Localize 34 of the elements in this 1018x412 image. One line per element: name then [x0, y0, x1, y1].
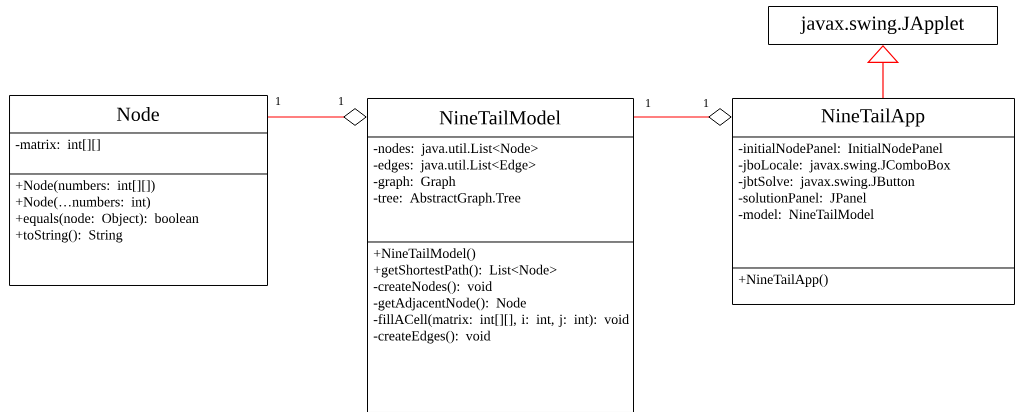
class-box: [366, 98, 634, 412]
class-name: NineTailModel: [439, 110, 561, 125]
attribute-text: -matrix: int[][]: [15, 139, 100, 151]
attribute-text: -jbtSolve: javax.swing.JButton: [738, 176, 915, 189]
method-text: +NineTailModel(): [373, 248, 476, 261]
method-text: +NineTailApp(): [738, 274, 828, 287]
multiplicity-label: 1: [339, 97, 344, 105]
method-text: +getShortestPath(): List<Node>: [373, 264, 557, 278]
attribute-text: -solutionPanel: JPanel: [738, 192, 867, 203]
class-box: [768, 6, 998, 45]
method-text: -createEdges(): void: [373, 330, 491, 344]
method-text: +Node(…numbers: int): [15, 196, 151, 210]
method-text: -getAdjacentNode(): Node: [373, 297, 526, 311]
attribute-text: -graph: Graph: [373, 176, 456, 189]
aggregation-line: [267, 108, 367, 126]
attribute-text: -tree: AbstractGraph.Tree: [373, 192, 521, 206]
method-text: +equals(node: Object): boolean: [15, 213, 199, 226]
class-box: [731, 98, 1015, 305]
attribute-text: -jboLocale: javax.swing.JComboBox: [738, 159, 951, 173]
attribute-text: -model: NineTailModel: [738, 209, 874, 220]
method-text: -fillACell(matrix: int[][], i: int, j: int): void: [373, 314, 629, 327]
class-name: NineTailApp: [821, 108, 925, 127]
class-name: Node: [116, 106, 159, 122]
multiplicity-label: 1: [704, 99, 709, 107]
method-text: -createNodes(): void: [373, 281, 492, 294]
attribute-text: -edges: java.util.List<Edge>: [373, 159, 536, 173]
attribute-text: -initialNodePanel: InitialNodePanel: [738, 143, 943, 154]
method-text: +toString(): String: [15, 229, 123, 243]
attribute-text: -nodes: java.util.List<Node>: [373, 143, 538, 156]
class-name: javax.swing.JApplet: [800, 15, 965, 35]
method-text: +Node(numbers: int[][]): [15, 180, 155, 193]
aggregation-line: [633, 108, 732, 126]
class-box: [8, 95, 268, 286]
multiplicity-label: 1: [646, 99, 651, 107]
